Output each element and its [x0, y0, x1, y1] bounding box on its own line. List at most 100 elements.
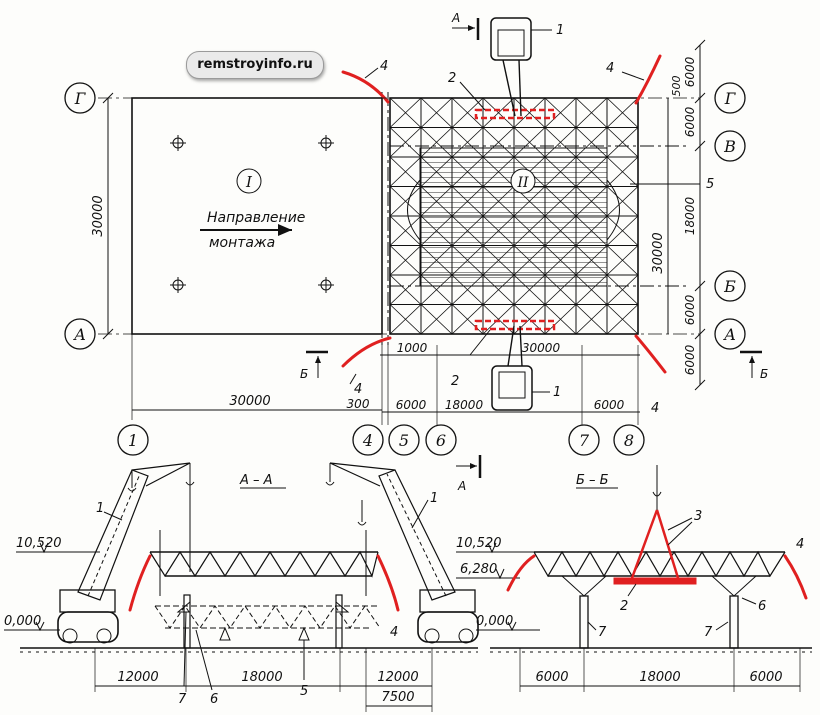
aa-callout-support: 6: [210, 692, 218, 707]
section-marker-b-right: Б: [740, 350, 768, 381]
axis-row-bubbles: Г А Г В Б А: [64, 82, 746, 350]
callout-crane-bottom: 1: [553, 385, 561, 400]
axis-right-g: Г: [724, 89, 737, 108]
dim-gap-1000: 1000: [397, 341, 428, 355]
bb-callout-traverse: 2: [620, 599, 628, 614]
dim-6000-right: 6000: [594, 398, 625, 412]
section-b-letter-left: Б: [300, 367, 308, 381]
bb-callout-rope: 4: [796, 537, 804, 552]
aa-dim-12000-right: 12000: [377, 670, 418, 685]
bb-elev-top: 10,520: [456, 536, 502, 551]
lifting-beam-bottom: [474, 319, 556, 331]
dim-6000-left: 6000: [396, 398, 427, 412]
axis-column-bubbles: 1 4 5 6 7 8: [117, 424, 645, 456]
bb-dim-18000: 18000: [639, 670, 680, 685]
guy-rope-bottom-right: [634, 334, 667, 374]
truss-upper: [149, 550, 379, 578]
anchor-bolts: [170, 135, 334, 293]
aa-callout-crane-left: 1: [96, 501, 104, 516]
aa-rope-right: [376, 554, 400, 612]
lifting-beam-top: [474, 108, 556, 120]
callout-rope-bottom-right: 4: [651, 401, 659, 416]
aa-dim-7500: 7500: [381, 690, 414, 705]
guy-rope-top-left: [341, 70, 390, 104]
guy-rope-bottom-left: [341, 336, 392, 368]
guy-rope-top-right: [634, 54, 662, 105]
dim-r-6000-2: 6000: [683, 106, 697, 137]
section-a-letter: А: [451, 11, 460, 25]
bb-callout-support: 6: [758, 599, 766, 614]
section-aa-title: А – А: [239, 473, 273, 488]
axis-col-5: 5: [399, 431, 409, 450]
axis-right-a: А: [723, 325, 736, 344]
truss-lower: [154, 605, 381, 629]
direction-text-1: Направление: [207, 210, 305, 226]
bb-rope-left: [506, 554, 536, 592]
watermark-badge: remstroyinfo.ru: [186, 51, 324, 79]
zone-1-label: I: [245, 173, 253, 191]
section-b-letter-right: Б: [760, 367, 768, 381]
dim-r-500: 500: [670, 76, 683, 97]
axis-right-v: В: [723, 137, 736, 156]
section-aa-marker-letter: А: [457, 479, 466, 493]
crane-plan-bottom: [491, 325, 533, 411]
aa-rope-left: [128, 554, 152, 612]
callout-beam-bottom: 2: [451, 374, 459, 389]
truss-bb: [533, 550, 786, 597]
aa-dim-12000-left: 12000: [117, 670, 158, 685]
axis-col-1: 1: [128, 431, 138, 450]
axis-right-b: Б: [723, 277, 736, 296]
bb-elev-mid: 6,280: [460, 562, 497, 577]
axis-col-8: 8: [624, 431, 634, 450]
dim-r-6000-3: 6000: [683, 294, 697, 325]
section-bb-title: Б – Б: [576, 473, 609, 488]
callout-rope-top-left: 4: [380, 59, 388, 74]
bb-callout-slings: 3: [694, 509, 702, 524]
direction-text-2: монтажа: [209, 235, 275, 251]
callout-rope-bottom-left: 4: [354, 382, 362, 397]
callout-beam-top: 2: [448, 71, 456, 86]
dim-bottom-30000: 30000: [229, 394, 270, 409]
crane-left: [57, 462, 195, 644]
aa-callout-column: 7: [178, 692, 187, 707]
bb-rope-right: [783, 554, 808, 600]
dim-r-18000: 18000: [683, 197, 697, 236]
section-bb: Б – Б 10,520 6,280 0,000: [456, 465, 812, 692]
plan-callouts: 1 2 4 4 5 4 2 1 4: [349, 23, 714, 416]
dim-r-6000-4: 6000: [683, 344, 697, 375]
dim-r-30000: 30000: [651, 232, 666, 273]
zone-2-label: II: [516, 175, 529, 191]
bb-callout-column-left: 7: [598, 625, 607, 640]
section-marker-b-left: Б: [300, 350, 328, 381]
bb-traverse: [613, 577, 697, 585]
axis-left-g: Г: [74, 89, 87, 108]
aa-dim-18000: 18000: [241, 670, 282, 685]
zone-1-marker: [236, 168, 262, 194]
dim-gap-300: 300: [347, 397, 370, 411]
aa-callout-node: 5: [300, 684, 308, 699]
section-marker-a-top: А: [451, 11, 480, 40]
axis-col-7: 7: [579, 431, 590, 450]
dim-left-height: 30000: [91, 195, 106, 236]
bb-dim-6000-right: 6000: [749, 670, 782, 685]
dim-span-30000: 30000: [522, 341, 561, 355]
callout-rope-top-right: 4: [606, 61, 614, 76]
aa-elev-top: 10,520: [16, 536, 62, 551]
dim-18000: 18000: [445, 398, 484, 412]
bb-elev-zero: 0,000: [476, 614, 513, 629]
callout-crane-top: 1: [556, 23, 564, 38]
bb-dim-6000-left: 6000: [535, 670, 568, 685]
callout-node-5: 5: [706, 177, 714, 192]
axis-left-a: А: [73, 325, 86, 344]
axis-col-6: 6: [436, 431, 446, 450]
dim-r-6000-top: 6000: [683, 56, 697, 87]
bb-callout-column-right: 7: [704, 625, 713, 640]
section-aa: А – А А 10,520 0,000: [4, 455, 482, 712]
aa-elev-zero: 0,000: [4, 614, 41, 629]
crane-right: [325, 462, 479, 644]
aa-callout-rope: 4: [390, 625, 398, 640]
axis-col-4: 4: [362, 431, 373, 450]
crane-plan-top: [490, 17, 532, 117]
